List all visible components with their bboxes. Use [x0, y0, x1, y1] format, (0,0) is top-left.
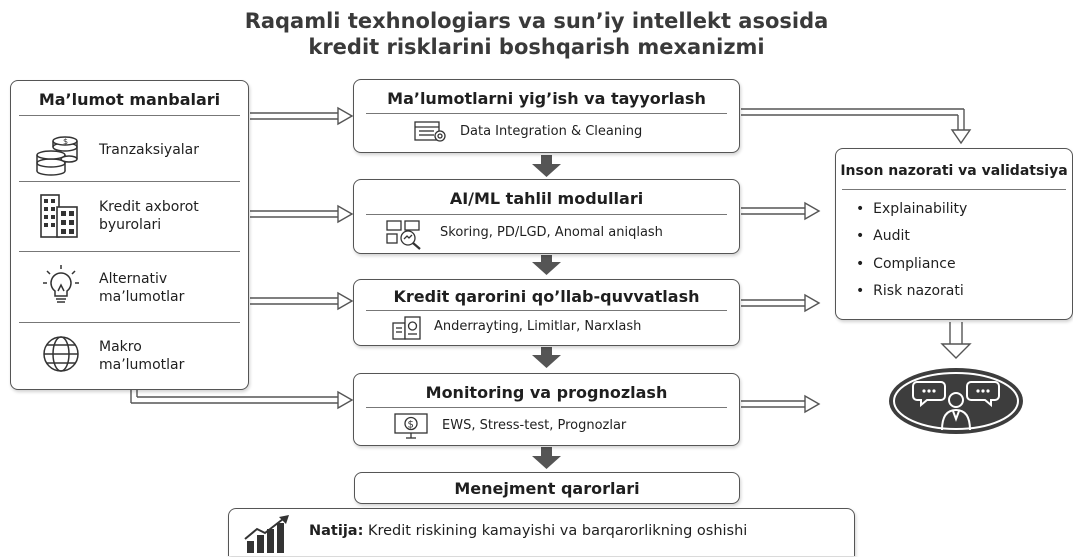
divider — [19, 181, 240, 182]
step-data-preparation: Ma’lumotlarni yig’ish va tayyorlash Data… — [353, 79, 740, 153]
arrow-down-1 — [532, 155, 561, 177]
oversight-item: • Audit — [856, 228, 910, 244]
divider — [19, 322, 240, 323]
result-label: Natija: — [309, 523, 364, 539]
divider — [366, 113, 727, 114]
divider — [19, 251, 240, 252]
oversight-item: • Compliance — [856, 256, 956, 272]
svg-text:$: $ — [63, 137, 68, 146]
source-label-alternative-1: Alternativ — [99, 271, 168, 287]
management-decisions-label: Menejment qarorlari — [454, 479, 640, 498]
diagram-title-line-1: Raqamli texhnologiars va sun’iy intellek… — [244, 9, 829, 33]
svg-text:$: $ — [408, 420, 414, 431]
arrow-step-3-right — [741, 293, 821, 313]
step-credit-decision-support: Kredit qarorini qo’llab-quvvatlash Ander… — [353, 279, 740, 346]
step-detail: EWS, Stress-test, Prognozlar — [442, 418, 627, 433]
source-label-macro-1: Makro — [99, 339, 142, 355]
buildings-icon — [39, 191, 79, 243]
arrow-sources-to-step-4 — [130, 390, 354, 410]
analytics-search-icon — [386, 220, 424, 254]
divider — [842, 189, 1066, 190]
divider — [366, 214, 727, 215]
growth-chart-icon — [243, 515, 293, 557]
divider — [19, 115, 240, 116]
divider — [366, 407, 727, 408]
arrow-step-1-to-oversight — [741, 108, 972, 145]
oversight-item: • Risk nazorati — [856, 283, 964, 299]
source-label-credit-bureaus-1: Kredit axborot — [99, 199, 199, 215]
step-detail: Data Integration & Cleaning — [460, 124, 643, 139]
coins-icon: $ — [33, 133, 83, 181]
management-decisions-box: Menejment qarorlari — [354, 472, 740, 504]
step-ai-ml-analysis: AI/ML tahlil modullari Skoring, PD/LGD, … — [353, 179, 740, 254]
arrow-sources-to-step-3 — [250, 291, 354, 311]
step-title: Ma’lumotlarni yig’ish va tayyorlash — [387, 89, 706, 108]
result-text: Natija: Kredit riskining kamayishi va ba… — [309, 523, 747, 539]
human-oversight-panel: Inson nazorati va validatsiya • Explaina… — [835, 148, 1073, 320]
arrow-down-2 — [532, 255, 561, 275]
oversight-item: • Explainability — [856, 201, 968, 217]
globe-icon — [41, 334, 81, 378]
people-discussion-icon — [887, 366, 1025, 440]
step-monitoring-forecasting: Monitoring va prognozlash $ EWS, Stress-… — [353, 373, 740, 446]
step-title: Kredit qarorini qo’llab-quvvatlash — [393, 287, 700, 306]
step-detail: Anderrayting, Limitlar, Narxlash — [434, 319, 642, 334]
step-title: AI/ML tahlil modullari — [449, 189, 644, 208]
result-box: Natija: Kredit riskining kamayishi va ba… — [228, 508, 855, 556]
source-label-macro-2: ma’lumotlar — [99, 357, 185, 373]
step-detail: Skoring, PD/LGD, Anomal aniqlash — [440, 225, 663, 240]
source-label-credit-bureaus-2: byurolari — [99, 217, 162, 233]
arrow-down-3 — [532, 347, 561, 368]
arrow-step-2-right — [741, 201, 821, 221]
arrow-sources-to-step-2 — [250, 204, 354, 224]
diagram-title-line-2: kredit risklarini boshqarish mexanizmi — [308, 35, 765, 59]
data-sources-panel: Ma’lumot manbalari $ Tranzaksiyalar Kred… — [10, 80, 249, 390]
arrow-step-4-right — [741, 394, 821, 414]
source-label-alternative-2: ma’lumotlar — [99, 289, 185, 305]
data-sources-header: Ma’lumot manbalari — [38, 90, 221, 109]
arrow-oversight-to-people — [940, 322, 972, 359]
result-description: Kredit riskining kamayishi va barqarorli… — [367, 523, 748, 539]
arrow-down-4 — [532, 447, 561, 469]
monitor-dollar-icon: $ — [394, 412, 428, 444]
divider — [366, 310, 727, 311]
human-oversight-header: Inson nazorati va validatsiya — [840, 163, 1068, 179]
source-label-transactions: Tranzaksiyalar — [99, 142, 200, 158]
arrow-sources-to-step-1 — [250, 106, 354, 126]
lightbulb-icon — [41, 263, 81, 311]
step-title: Monitoring va prognozlash — [425, 383, 668, 402]
data-settings-icon — [414, 120, 448, 148]
documents-icon — [392, 315, 422, 345]
